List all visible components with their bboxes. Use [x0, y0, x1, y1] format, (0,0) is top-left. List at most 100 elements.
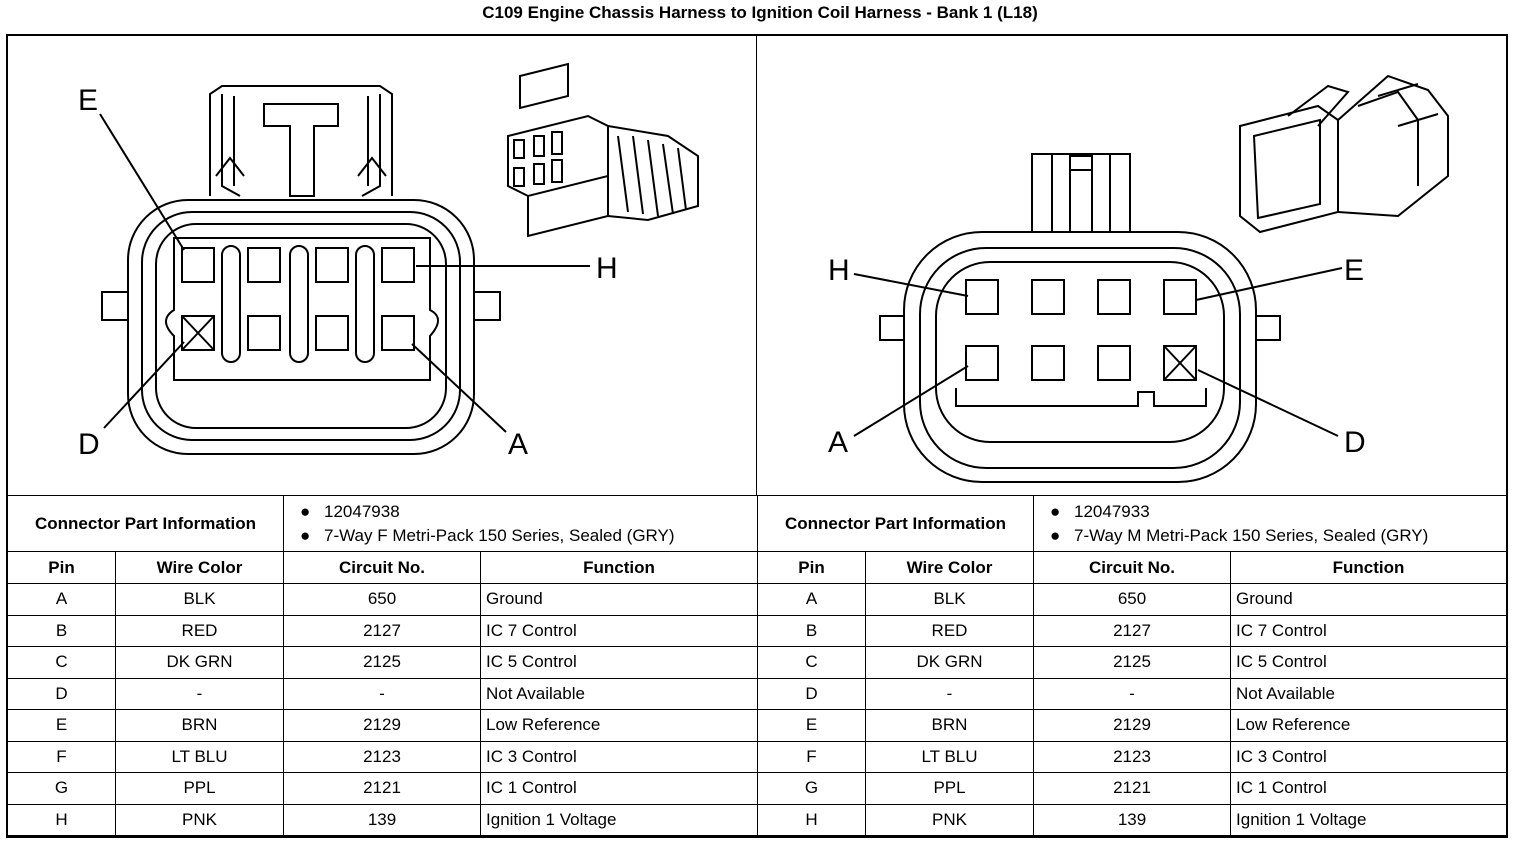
right-latch — [1031, 153, 1131, 232]
diagram-frame — [6, 34, 1508, 838]
wire-color-cell: - — [864, 677, 1035, 710]
circuit-cell: 2123 — [1033, 740, 1232, 773]
wire-color-cell: RED — [114, 614, 285, 647]
function-cell: Ignition 1 Voltage — [480, 803, 759, 836]
pin-cell: G — [7, 772, 116, 805]
bullet-icon: ● — [300, 501, 311, 521]
pin-cell: B — [757, 614, 866, 647]
left-cavity-E — [181, 247, 215, 283]
wire-color-cell: PPL — [864, 772, 1035, 805]
pin-cell: E — [757, 709, 866, 742]
left-part-desc: 7-Way F Metri-Pack 150 Series, Sealed (G… — [324, 525, 675, 545]
col-wire-color-header: Wire Color — [864, 551, 1035, 584]
function-cell: Not Available — [1230, 677, 1508, 710]
left-part-info-row: Connector Part Information ●12047938 ●7-… — [6, 495, 759, 552]
wire-color-cell: LT BLU — [864, 740, 1035, 773]
col-function-header: Function — [1230, 551, 1508, 584]
right-header-row: Pin Wire Color Circuit No. Function — [757, 551, 1508, 584]
right-cavity-D — [1163, 345, 1197, 381]
pin-cell: D — [7, 677, 116, 710]
left-connector-3d-icon — [507, 62, 699, 238]
left-callout-A: A — [508, 428, 528, 461]
wire-color-cell: BLK — [114, 583, 285, 616]
wire-color-cell: PPL — [114, 772, 285, 805]
function-cell: IC 7 Control — [1230, 614, 1508, 647]
circuit-cell: 2125 — [283, 646, 482, 679]
right-connector-body — [903, 231, 1257, 483]
panel-divider — [756, 34, 757, 496]
wire-color-cell: BRN — [864, 709, 1035, 742]
pin-cell: A — [7, 583, 116, 616]
function-cell: Low Reference — [1230, 709, 1508, 742]
table-row: D--Not Available — [7, 677, 759, 710]
circuit-cell: 2127 — [283, 614, 482, 647]
circuit-cell: 2129 — [283, 709, 482, 742]
pin-cell: H — [7, 803, 116, 836]
right-callout-D: D — [1344, 426, 1366, 459]
pin-cell: H — [757, 803, 866, 836]
wire-color-cell: DK GRN — [114, 646, 285, 679]
right-connector-3d-icon — [1239, 74, 1449, 234]
function-cell: IC 3 Control — [480, 740, 759, 773]
right-part-info-row: Connector Part Information ●12047933 ●7-… — [756, 495, 1508, 552]
wire-color-cell: BRN — [114, 709, 285, 742]
function-cell: IC 3 Control — [1230, 740, 1508, 773]
pin-cell: C — [7, 646, 116, 679]
right-cpi-label: Connector Part Information — [756, 495, 1035, 552]
function-cell: IC 5 Control — [480, 646, 759, 679]
function-cell: Ground — [480, 583, 759, 616]
left-latch — [209, 85, 393, 196]
circuit-cell: 139 — [283, 803, 482, 836]
right-connector-drawing: H E A D — [828, 74, 1449, 483]
bullet-icon: ● — [1050, 501, 1061, 521]
col-wire-color-header: Wire Color — [114, 551, 285, 584]
right-cavity-H — [965, 279, 999, 315]
circuit-cell: - — [1033, 677, 1232, 710]
right-part-desc: 7-Way M Metri-Pack 150 Series, Sealed (G… — [1074, 525, 1429, 545]
wire-color-cell: LT BLU — [114, 740, 285, 773]
left-cavity-A — [381, 315, 415, 351]
wire-color-cell: PNK — [864, 803, 1035, 836]
circuit-cell: 2127 — [1033, 614, 1232, 647]
pin-cell: A — [757, 583, 866, 616]
pin-cell: F — [7, 740, 116, 773]
wire-color-cell: - — [114, 677, 285, 710]
left-callout-E: E — [78, 84, 98, 117]
left-cavity-H — [381, 247, 415, 283]
function-cell: IC 5 Control — [1230, 646, 1508, 679]
left-header-row: Pin Wire Color Circuit No. Function — [7, 551, 759, 584]
table-row: D--Not Available — [757, 677, 1508, 710]
left-callout-D: D — [78, 428, 100, 461]
circuit-cell: 2121 — [283, 772, 482, 805]
circuit-cell: 139 — [1033, 803, 1232, 836]
right-callout-A: A — [828, 426, 848, 459]
wire-color-cell: BLK — [864, 583, 1035, 616]
function-cell: Ignition 1 Voltage — [1230, 803, 1508, 836]
page-title: C109 Engine Chassis Harness to Ignition … — [482, 3, 1038, 22]
right-part-info: ●12047933 ●7-Way M Metri-Pack 150 Series… — [1033, 495, 1508, 552]
circuit-cell: 2123 — [283, 740, 482, 773]
left-connector-body — [127, 199, 475, 455]
right-part-number: 12047933 — [1074, 501, 1150, 521]
pin-cell: B — [7, 614, 116, 647]
circuit-cell: - — [283, 677, 482, 710]
right-callout-E: E — [1344, 254, 1364, 287]
left-part-info: ●12047938 ●7-Way F Metri-Pack 150 Series… — [283, 495, 759, 552]
left-cavity-D — [181, 315, 215, 351]
right-cavity-E — [1163, 279, 1197, 315]
circuit-cell: 650 — [283, 583, 482, 616]
